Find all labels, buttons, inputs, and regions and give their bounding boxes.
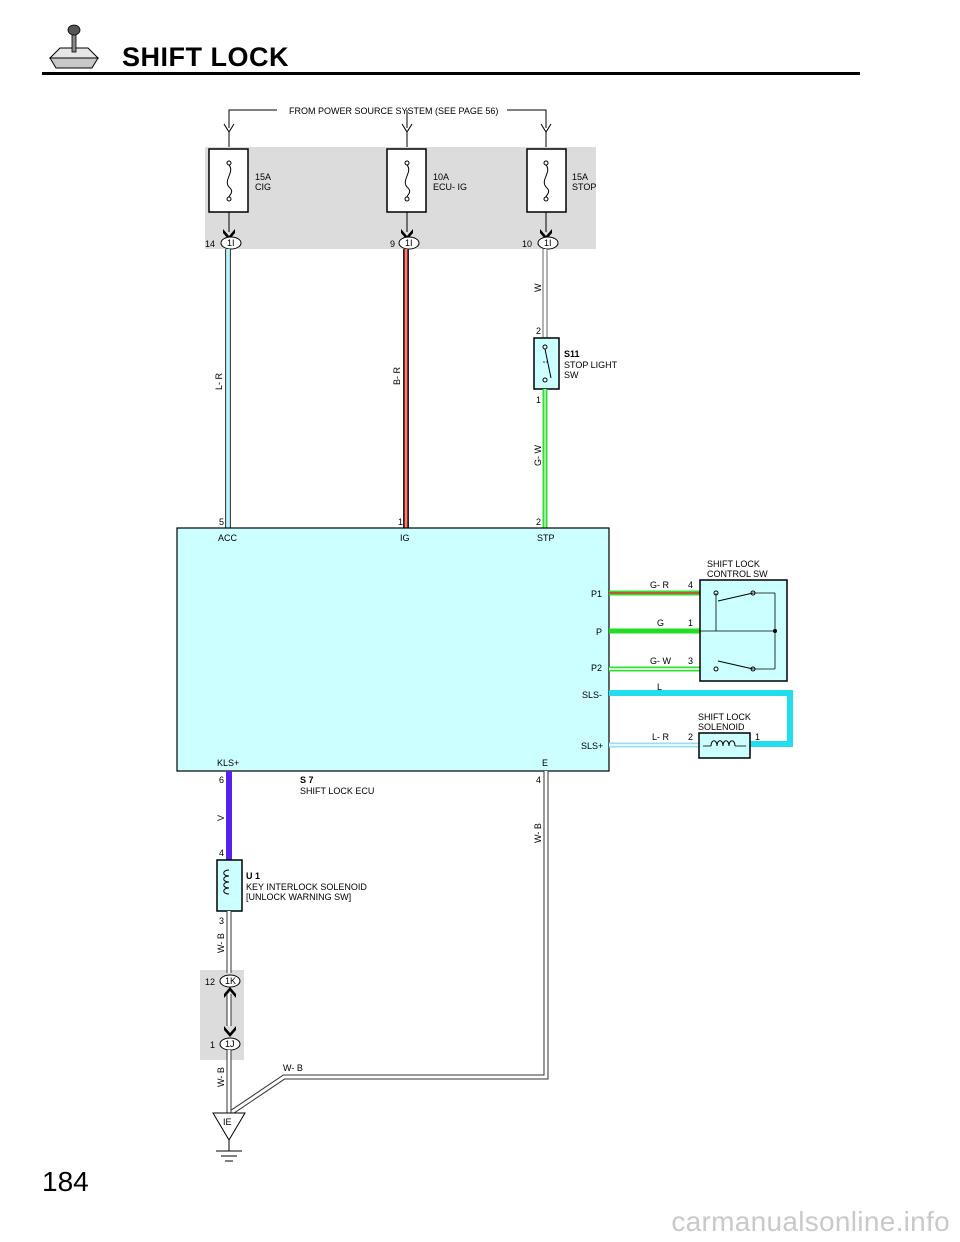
wire-p2-label: G- W	[650, 656, 671, 666]
key-interlock-solenoid	[216, 859, 243, 912]
stop-light-switch	[533, 337, 560, 390]
junction-1j-pin: 1	[210, 1040, 215, 1050]
ecu-code: S 7	[300, 775, 314, 785]
ecu-terminal-sls-minus: SLS-	[582, 690, 602, 700]
fuse-ecu-ig-connector: 1I	[405, 238, 413, 248]
page-number: 184	[42, 1166, 89, 1197]
fuse-cig-name: CIG	[255, 182, 271, 192]
ecu-terminal-p: P	[596, 627, 602, 637]
ecu-terminal-kls: KLS+	[217, 758, 239, 768]
fuse-ecu-ig	[386, 148, 427, 232]
fuse-cig-pin: 14	[205, 239, 215, 249]
solenoid-pin-right: 1	[755, 732, 760, 742]
ecu-name: SHIFT LOCK ECU	[300, 786, 374, 796]
ecu-terminal-acc: ACC	[218, 533, 238, 543]
wire-sls-minus-label: L	[657, 682, 662, 692]
wire-interlock-ground-label: W- B	[216, 933, 226, 953]
shift-lever-icon	[48, 24, 100, 69]
title-rule	[42, 72, 860, 75]
wire-kls-label: V	[216, 815, 226, 821]
stop-light-sw-pin-top: 2	[536, 326, 541, 336]
page-title: SHIFT LOCK	[122, 42, 289, 72]
control-sw-pin-p1: 4	[688, 580, 693, 590]
interlock-pin-bottom: 3	[219, 916, 224, 926]
junction-1k-connector: 1K	[225, 976, 236, 986]
junction-connectors	[219, 974, 241, 1051]
fuse-ecu-ig-pin: 9	[390, 239, 395, 249]
wire-stop-lower-label: G- W	[533, 445, 543, 466]
wire-ground-run-label: W- B	[283, 1063, 303, 1073]
fuse-stop-rating: 15A	[572, 172, 588, 182]
wire-sls-minus	[609, 690, 793, 747]
ecu-terminal-stp: STP	[537, 533, 555, 543]
wire-ecu-ground-label: W- B	[533, 823, 543, 843]
ecu-terminal-ig: IG	[400, 533, 410, 543]
solenoid-name2: SOLENOID	[698, 722, 745, 732]
ecu-pin-stp: 2	[536, 517, 541, 527]
wire-stop-upper-label: W	[533, 283, 543, 292]
solenoid-pin-left: 2	[688, 732, 693, 742]
ecu-terminal-sls-plus: SLS+	[581, 741, 603, 751]
fuse-stop	[526, 148, 567, 232]
ecu-terminal-e: E	[542, 758, 548, 768]
interlock-name2: [UNLOCK WARNING SW]	[246, 892, 351, 902]
ecu-terminal-p1: P1	[591, 589, 602, 599]
fuse-cig-rating: 15A	[255, 172, 271, 182]
shift-lock-control-switch	[699, 579, 788, 682]
ecu-terminal-p2: P2	[591, 663, 602, 673]
interlock-pin-top: 4	[219, 848, 224, 858]
stop-light-sw-pin-bottom: 1	[536, 395, 541, 405]
wire-cig-label: L- R	[214, 372, 224, 390]
wire-sls-plus-label: L- R	[652, 732, 670, 742]
power-source-bracket	[223, 109, 552, 147]
ecu-pin-e: 4	[536, 775, 541, 785]
fuse-connectors	[220, 229, 559, 250]
ground-symbol	[212, 1112, 246, 1162]
power-source-label: FROM POWER SOURCE SYSTEM (SEE PAGE 56)	[289, 106, 498, 116]
wire-p-label: G	[657, 618, 664, 628]
fuse-cig	[208, 148, 249, 232]
watermark: carmanualsonline.info	[671, 1206, 950, 1237]
wire-p1-label: G- R	[650, 580, 669, 590]
junction-1k-pin: 12	[205, 977, 215, 987]
control-sw-pin-p: 1	[688, 618, 693, 628]
wire-junction-ground-label: W- B	[216, 1067, 226, 1087]
ecu-pin-ig: 1	[398, 517, 403, 527]
junction-1j-connector: 1J	[225, 1039, 235, 1049]
fuse-ecu-ig-rating: 10A	[433, 172, 449, 182]
stop-light-sw-name1: STOP LIGHT	[564, 360, 618, 370]
ecu-pin-kls: 6	[219, 775, 224, 785]
control-sw-pin-p2: 3	[688, 656, 693, 666]
stop-light-sw-name2: SW	[564, 370, 579, 380]
shift-lock-solenoid	[698, 732, 751, 759]
wire-ecu-ground	[230, 771, 549, 1115]
wire-ecu-ig-label: B- R	[392, 366, 402, 385]
interlock-code: U 1	[246, 871, 260, 881]
fuse-stop-name: STOP	[572, 182, 596, 192]
ground-label: IE	[223, 1117, 232, 1127]
fuse-ecu-ig-name: ECU- IG	[433, 182, 467, 192]
interlock-name1: KEY INTERLOCK SOLENOID	[246, 882, 367, 892]
stop-light-sw-code: S11	[564, 349, 580, 359]
solenoid-name1: SHIFT LOCK	[698, 712, 751, 722]
control-sw-name1: SHIFT LOCK	[707, 559, 760, 569]
fuse-stop-connector: 1I	[544, 238, 552, 248]
control-sw-name2: CONTROL SW	[707, 569, 768, 579]
shift-lock-ecu	[176, 527, 610, 772]
ecu-pin-acc: 5	[219, 517, 224, 527]
fuse-cig-connector: 1I	[227, 238, 235, 248]
fuse-stop-pin: 10	[522, 239, 532, 249]
